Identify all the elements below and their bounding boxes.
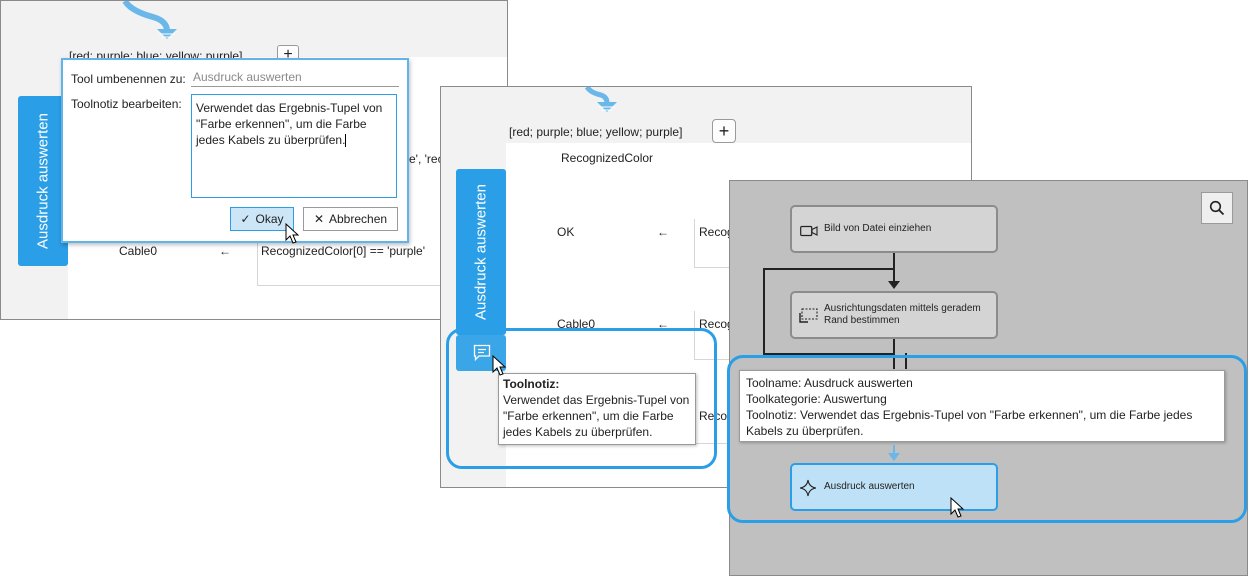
search-button[interactable] <box>1201 192 1233 224</box>
table-divider <box>257 285 507 286</box>
tooltip-body: Verwendet das Ergebnis-Tupel von "Farbe … <box>503 393 690 439</box>
node-label: Ausrichtungsdaten mittels geradem Rand b… <box>824 303 981 326</box>
connector-line <box>893 339 895 369</box>
row-expression-cell: Recog <box>694 219 735 268</box>
note-text: Verwendet das Ergebnis-Tupel von "Farbe … <box>196 101 383 147</box>
highlight-frame <box>727 355 1247 523</box>
cancel-button[interactable]: ✕ Abbrechen <box>303 207 398 231</box>
connector-arrow-icon <box>888 281 900 289</box>
row-left-cable0: Cable0 <box>119 244 158 258</box>
row-arrow: ← <box>657 225 669 239</box>
rename-input[interactable]: Ausdruck auswerten <box>191 70 399 87</box>
highlight-frame <box>446 328 717 469</box>
node-label: Bild von Datei einziehen <box>824 223 932 234</box>
note-textarea[interactable]: Verwendet das Ergebnis-Tupel von "Farbe … <box>191 94 397 198</box>
tooltip-tool-category: Toolkategorie: Auswertung <box>746 392 887 406</box>
okay-button[interactable]: ✓ Okay <box>230 207 294 231</box>
node-alignment[interactable]: Ausrichtungsdaten mittels geradem Rand b… <box>790 291 998 339</box>
table-row: OK <box>557 225 575 239</box>
text-caret <box>345 134 347 148</box>
connector-arrow-icon <box>888 453 900 461</box>
connector-line <box>763 268 895 270</box>
tool-tab-label: Ausdruck auswerten <box>472 184 490 320</box>
tooltip-tool-note: Toolnotiz: Verwendet das Ergebnis-Tupel … <box>746 408 1193 438</box>
note-label: Toolnotiz bearbeiten: <box>71 97 182 111</box>
row-expression: RecognizedColor[0] == 'purple' <box>261 244 426 258</box>
tuple-text: [red; purple; blue; yellow; purple] <box>509 125 683 139</box>
comment-icon <box>473 344 491 362</box>
node-label: Ausdruck auswerten <box>824 481 915 492</box>
connector-line <box>763 268 765 355</box>
tooltip-title: Toolnotiz: <box>503 377 560 391</box>
check-icon: ✓ <box>240 212 251 226</box>
tool-tab-label: Ausdruck auswerten <box>34 113 52 249</box>
tool-tab[interactable]: Ausdruck auswerten <box>456 169 506 335</box>
connector-arrow-icon <box>584 87 617 112</box>
tool-panel-1: [red; purple; blue; yellow; purple] + e'… <box>0 0 508 320</box>
camera-icon <box>800 225 818 237</box>
evaluate-icon <box>799 479 817 497</box>
tool-info-tooltip: Toolname: Ausdruck auswerten Toolkategor… <box>739 370 1225 442</box>
mouse-cursor-icon <box>950 497 965 518</box>
edit-dialog: Tool umbenennen zu: Ausdruck auswerten T… <box>61 58 409 243</box>
connector-line <box>905 353 907 369</box>
background-fragment: e', 'rec <box>409 152 444 166</box>
okay-label: Okay <box>255 212 284 226</box>
table-row: Cable0 <box>557 317 596 331</box>
connector-line <box>893 445 895 455</box>
search-icon <box>1209 200 1225 216</box>
mouse-cursor-icon <box>285 223 300 244</box>
workflow-canvas: Bild von Datei einziehen Ausrichtungsdat… <box>729 180 1248 576</box>
row-arrow: ← <box>219 244 231 258</box>
mouse-cursor-icon <box>492 355 507 376</box>
column-header: RecognizedColor <box>561 151 654 165</box>
connector-line <box>763 353 895 355</box>
node-load-image[interactable]: Bild von Datei einziehen <box>790 205 998 253</box>
rename-label: Tool umbenennen zu: <box>71 72 186 86</box>
tool-tab[interactable]: Ausdruck auswerten <box>18 96 68 266</box>
cancel-label: Abbrechen <box>329 212 388 226</box>
alignment-icon <box>799 308 818 323</box>
connector-arrow-icon <box>122 1 177 39</box>
note-tooltip: Toolnotiz: Verwendet das Ergebnis-Tupel … <box>498 373 696 445</box>
add-button[interactable]: + <box>712 119 736 143</box>
node-evaluate-expression[interactable]: Ausdruck auswerten <box>790 463 998 511</box>
tooltip-tool-name: Toolname: Ausdruck auswerten <box>746 376 913 390</box>
close-icon: ✕ <box>313 212 324 226</box>
table-divider <box>257 237 258 285</box>
row-arrow: ← <box>657 317 669 331</box>
